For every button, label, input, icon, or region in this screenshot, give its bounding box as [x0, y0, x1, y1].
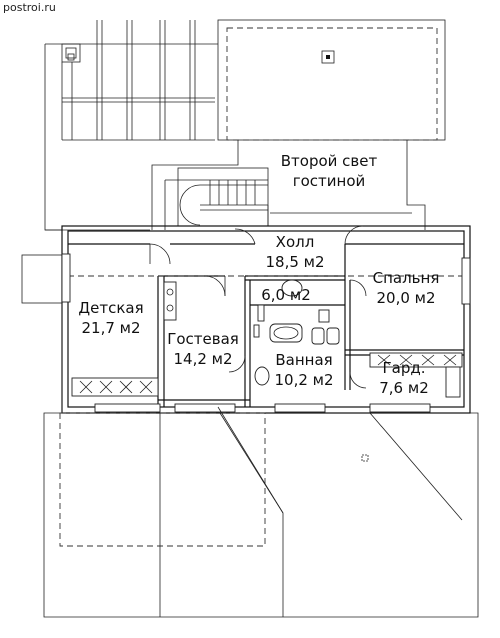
room-second-light: Второй свет гостиной: [273, 151, 385, 191]
watermark: postroi.ru: [3, 1, 56, 14]
second-light-area: [151, 140, 426, 230]
kids-wardrobe: [71, 377, 159, 397]
bathroom-fixtures: [253, 279, 340, 386]
room-bathroom: Ванная 10,2 м2: [268, 350, 340, 390]
roof-area: [217, 19, 446, 141]
small-room-area: 6,0 м2: [261, 286, 311, 304]
wardrobe-name: Гард.: [382, 359, 426, 377]
kids-area: 21,7 м2: [81, 319, 141, 337]
bedroom-name: Спальня: [372, 269, 440, 287]
windows: [61, 253, 471, 413]
bathroom-name: Ванная: [275, 351, 333, 369]
room-hall: Холл 18,5 м2: [255, 232, 335, 272]
bedroom-wardrobe: [369, 352, 463, 398]
guest-shelf: [163, 281, 177, 321]
room-bedroom: Спальня 20,0 м2: [365, 268, 447, 308]
pergola: [61, 20, 215, 141]
room-wardrobe: Гард. 7,6 м2: [368, 358, 440, 398]
guest-name: Гостевая: [167, 330, 239, 348]
terrace: [59, 406, 463, 617]
second-light-line2: гостиной: [292, 172, 366, 190]
kids-name: Детская: [78, 299, 144, 317]
doors: [149, 225, 367, 389]
hall-area: 18,5 м2: [265, 253, 325, 271]
bathroom-area: 10,2 м2: [274, 371, 334, 389]
room-guest: Гостевая 14,2 м2: [162, 329, 244, 369]
wardrobe-area: 7,6 м2: [379, 379, 429, 397]
bedroom-area: 20,0 м2: [376, 289, 436, 307]
room-small: 6,0 м2: [256, 285, 316, 305]
second-light-line1: Второй свет: [280, 152, 378, 170]
staircase: [177, 167, 269, 227]
room-kids: Детская 21,7 м2: [75, 298, 147, 338]
hall-name: Холл: [275, 233, 315, 251]
guest-area: 14,2 м2: [173, 350, 233, 368]
